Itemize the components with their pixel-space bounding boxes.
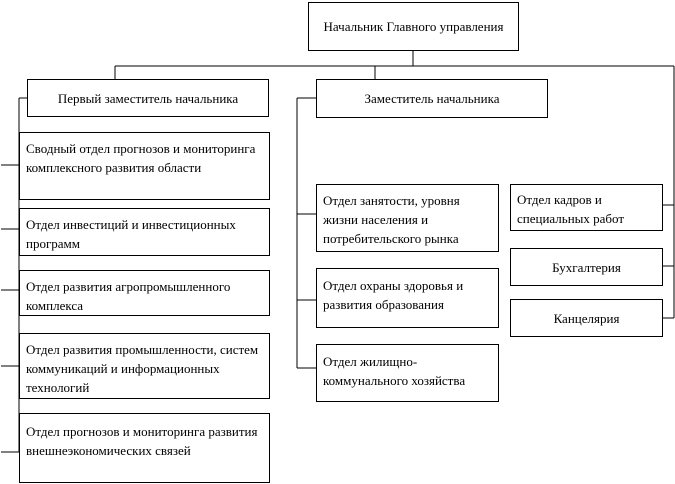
middle-department-1-label: Отдел занятости, уровня жизни населения …	[323, 193, 460, 246]
left-department-5-label: Отдел прогнозов и мониторинга развития в…	[26, 424, 258, 458]
middle-department-3: Отдел жилищно-коммунального хозяйства	[316, 344, 499, 402]
right-department-2-label: Бухгалтерия	[552, 259, 621, 275]
left-department-3-label: Отдел развития агропромышленного комплек…	[26, 279, 231, 313]
left-department-4: Отдел развития промышленности, систем ко…	[19, 333, 270, 399]
middle-department-1: Отдел занятости, уровня жизни населения …	[316, 184, 499, 252]
deputy-box: Заместитель начальника	[316, 79, 548, 118]
first-deputy-box: Первый заместитель начальника	[27, 79, 269, 117]
middle-department-2: Отдел охраны здоровья и развития образов…	[316, 268, 499, 328]
left-department-5: Отдел прогнозов и мониторинга развития в…	[19, 413, 270, 483]
left-department-2-label: Отдел инвестиций и инвестиционных програ…	[26, 217, 236, 251]
right-department-3-label: Канцелярия	[553, 310, 620, 326]
left-department-4-label: Отдел развития промышленности, систем ко…	[26, 342, 259, 395]
head-label: Начальник Главного управления	[323, 18, 504, 34]
left-department-2: Отдел инвестиций и инвестиционных програ…	[19, 208, 270, 256]
left-department-1: Сводный отдел прогнозов и мониторинга ко…	[19, 132, 270, 200]
left-department-1-label: Сводный отдел прогнозов и мониторинга ко…	[26, 141, 256, 175]
right-department-1: Отдел кадров и специальных работ	[510, 184, 663, 231]
middle-department-2-label: Отдел охраны здоровья и развития образов…	[323, 278, 464, 312]
middle-department-3-label: Отдел жилищно-коммунального хозяйства	[323, 354, 466, 388]
right-department-2: Бухгалтерия	[510, 248, 663, 286]
left-department-3: Отдел развития агропромышленного комплек…	[19, 270, 270, 316]
right-department-1-label: Отдел кадров и специальных работ	[517, 192, 625, 226]
first-deputy-label: Первый заместитель начальника	[57, 90, 239, 106]
deputy-label: Заместитель начальника	[364, 91, 500, 106]
right-department-3: Канцелярия	[510, 299, 663, 337]
head-box: Начальник Главного управления	[308, 2, 519, 51]
